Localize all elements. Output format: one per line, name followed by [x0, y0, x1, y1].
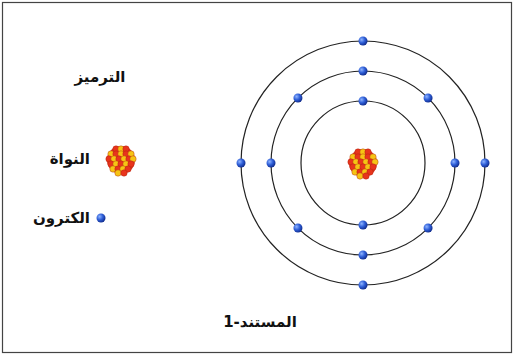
- electron: [359, 97, 368, 106]
- nucleus: [348, 149, 378, 179]
- legend-label: النواة: [50, 150, 90, 168]
- electron: [359, 221, 368, 230]
- electron: [359, 281, 368, 290]
- electron: [481, 159, 490, 168]
- electron: [359, 37, 368, 46]
- electron: [451, 159, 460, 168]
- electron: [424, 93, 433, 102]
- electron: [267, 159, 276, 168]
- electron: [359, 251, 368, 260]
- legend-label: الكترون: [33, 209, 90, 227]
- electron: [424, 224, 433, 233]
- orbit: [241, 41, 485, 285]
- electron: [237, 159, 246, 168]
- electron: [293, 224, 302, 233]
- electron: [359, 67, 368, 76]
- nucleus-sample: [106, 146, 136, 176]
- orbit: [301, 101, 425, 225]
- frame: [3, 3, 512, 353]
- electron-sample: [97, 214, 106, 223]
- orbit: [271, 71, 455, 255]
- electron: [293, 93, 302, 102]
- caption: المستند-1: [223, 313, 297, 331]
- legend-heading: الترميز: [75, 68, 126, 86]
